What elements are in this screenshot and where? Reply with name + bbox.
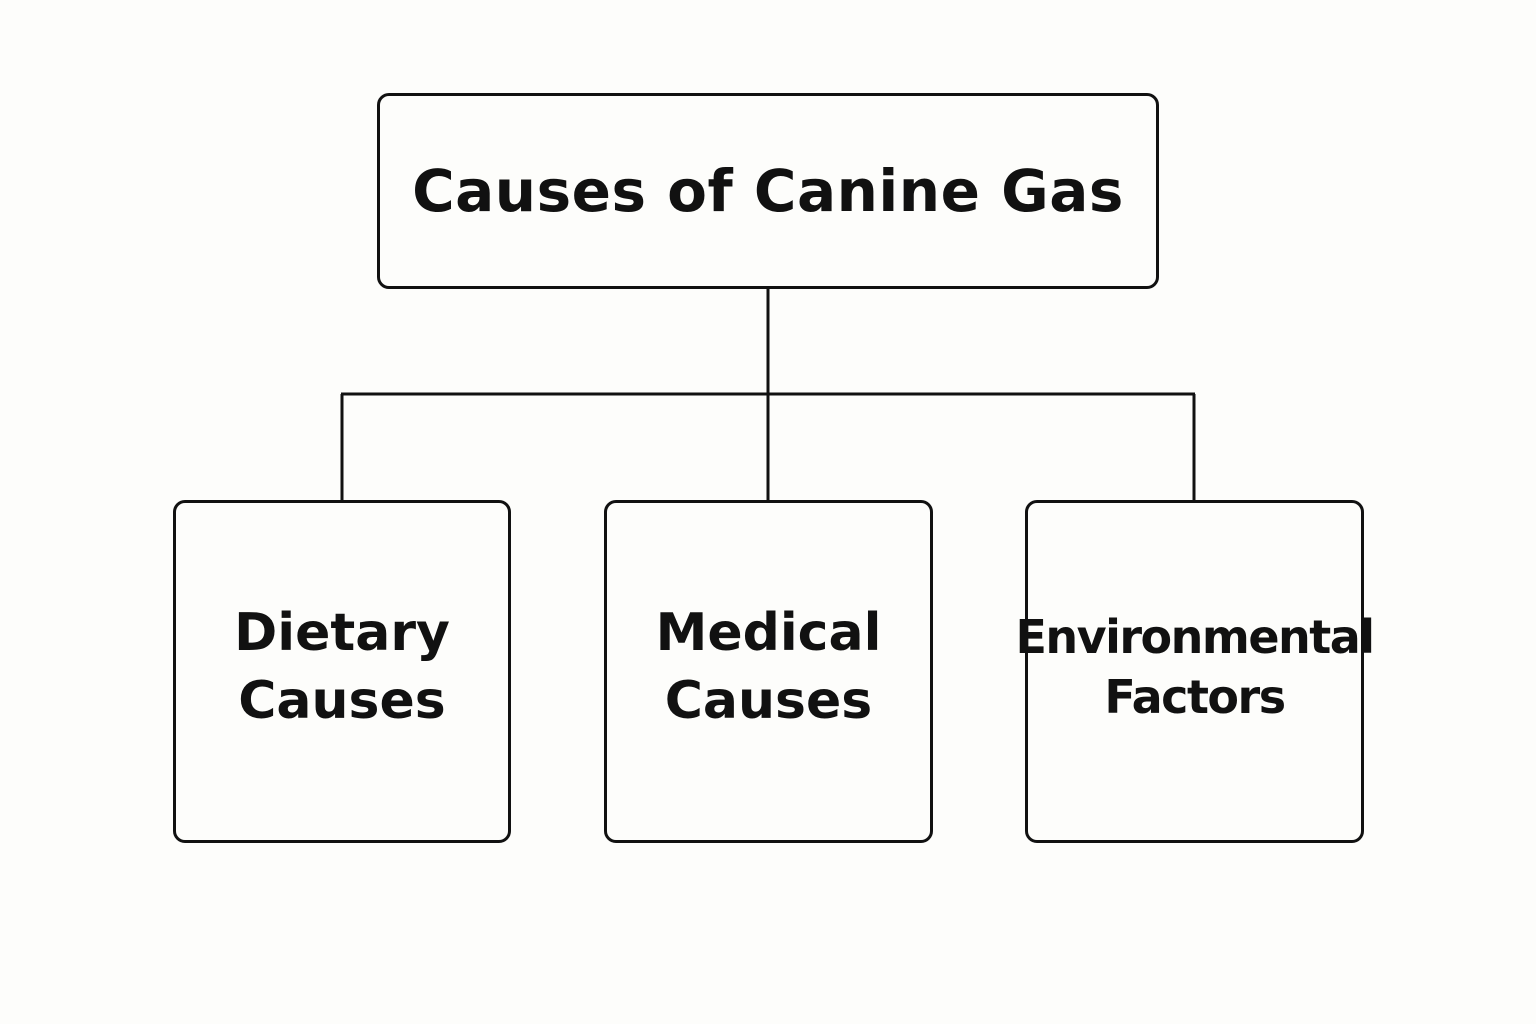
child-node-environmental-factors: Environmental Factors xyxy=(1015,500,1375,843)
child-node-medical-causes: Medical Causes xyxy=(604,500,933,843)
root-node-label: Causes of Canine Gas xyxy=(412,157,1124,225)
child-node-label: Dietary Causes xyxy=(234,602,450,731)
child-node-dietary-causes: Dietary Causes xyxy=(173,500,511,843)
root-node: Causes of Canine Gas xyxy=(377,93,1159,289)
child-node-label: Environmental Factors xyxy=(1015,609,1375,724)
child-node-label: Medical Causes xyxy=(655,602,882,731)
